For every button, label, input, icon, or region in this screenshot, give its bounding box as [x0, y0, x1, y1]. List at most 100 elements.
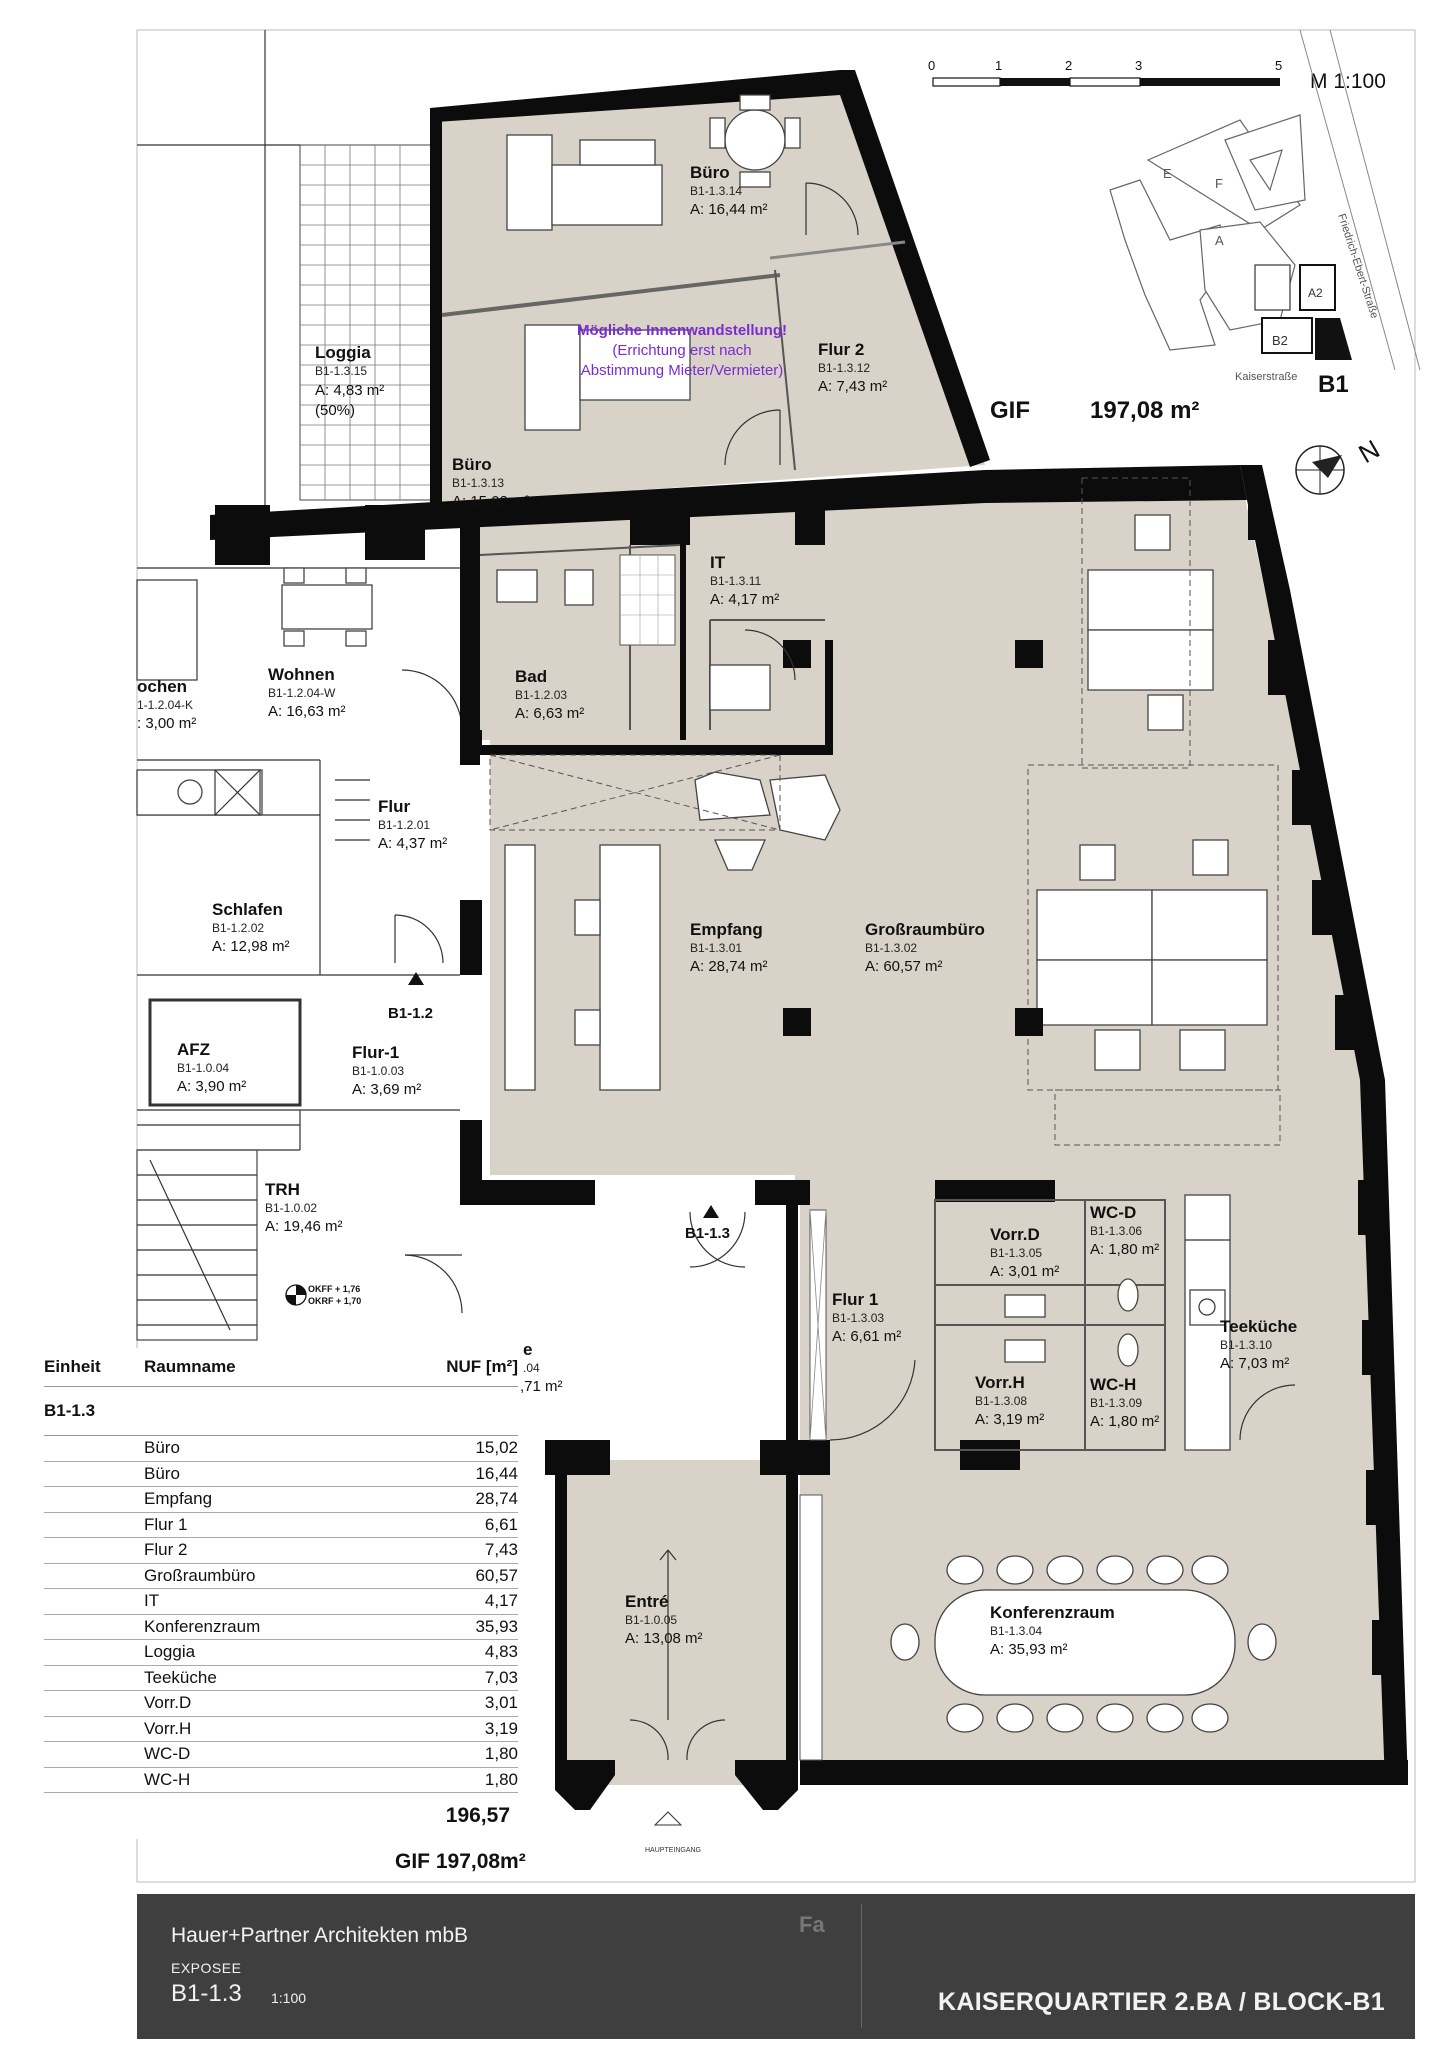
room-name: Schlafen — [212, 900, 283, 919]
row-nuf-value: 4,17 — [484, 1591, 518, 1610]
room-teekueche: Teeküche B1-1.3.10 A: 7,03 m² — [1220, 1317, 1297, 1372]
room-area: A: 7,03 m² — [1220, 1355, 1289, 1372]
room-name: Wohnen — [268, 665, 335, 684]
room-partial-e: e .04 ,71 m² — [520, 1340, 563, 1395]
project-title: KAISERQUARTIER 2.BA / BLOCK-B1 — [938, 1988, 1385, 2016]
room-id: B1-1.3.02 — [865, 941, 917, 955]
room-id: B1-1.3.04 — [990, 1624, 1042, 1638]
table-row: Vorr.D 3,01 — [44, 1691, 518, 1717]
room-id: B1-1.3.11 — [710, 574, 761, 588]
header-nuf: NUF [m²] — [446, 1357, 518, 1376]
room-note: (50%) — [315, 402, 355, 419]
footer-scale: 1:100 — [271, 1990, 307, 2006]
row-room-name: Konferenzraum — [144, 1616, 261, 1636]
room-id: B1-1.3.12 — [818, 361, 870, 375]
room-id: 1-1.2.04-K — [137, 698, 193, 712]
room-name: Empfang — [690, 920, 763, 939]
partitions — [441, 240, 1231, 1761]
room-wohnen: Wohnen B1-1.2.04-W A: 16,63 m² — [268, 665, 346, 720]
room-area: A: 16,63 m² — [268, 703, 346, 720]
room-id: B1-1.3.06 — [1090, 1224, 1142, 1238]
room-id: B1-1.0.05 — [625, 1613, 677, 1627]
gif-bottom: GIF 197,08m² — [395, 1850, 526, 1873]
room-id: B1-1.0.02 — [265, 1201, 317, 1215]
table-row: IT 4,17 — [44, 1589, 518, 1615]
row-room-name: WC-H — [144, 1769, 191, 1789]
neighbour-linework — [136, 567, 463, 1341]
row-room-name: Flur 2 — [144, 1540, 188, 1559]
room-name: WC-H — [1090, 1375, 1136, 1394]
site-plan: E F A A2 B2 Kaiserstraße Friedrich-Ebert… — [1109, 29, 1421, 398]
room-name: e — [523, 1340, 532, 1359]
note-line1: (Errichtung erst nach — [612, 342, 751, 359]
room-area: A: 6,61 m² — [832, 1328, 901, 1345]
row-nuf-value: 1,80 — [484, 1744, 518, 1763]
row-room-name: IT — [144, 1591, 160, 1610]
row-room-name: Empfang — [144, 1489, 213, 1508]
room-wc-h: WC-H B1-1.3.09 A: 1,80 m² — [1090, 1375, 1159, 1430]
scale-label: M 1:100 — [1310, 70, 1386, 93]
room-area: A: 15,02 m² — [452, 493, 530, 510]
row-room-name: Vorr.D — [144, 1693, 192, 1712]
room-name: TRH — [265, 1180, 300, 1199]
room-id: B1-1.2.04-W — [268, 686, 336, 700]
site-street-south: Kaiserstraße — [1235, 371, 1297, 383]
row-room-name: WC-D — [144, 1744, 191, 1763]
room-name: Bad — [515, 667, 547, 686]
document-type: EXPOSEE — [171, 1960, 242, 1976]
table-header-row: Einheit Raumname NUF [m²] — [44, 1348, 518, 1387]
row-nuf-value: 1,80 — [484, 1769, 518, 1789]
loggia-area — [137, 30, 436, 520]
main-entrance-label: HAUPTEINGANG — [645, 1847, 701, 1854]
room-area: A: 4,17 m² — [710, 591, 779, 608]
room-flur-2: Flur 2 B1-1.3.12 A: 7,43 m² — [818, 340, 887, 395]
room-schlafen: Schlafen B1-1.2.02 A: 12,98 m² — [212, 900, 290, 955]
total-value: 196,57 — [445, 1804, 510, 1827]
marker-b13-icon — [703, 1205, 719, 1218]
row-nuf-value: 3,01 — [484, 1693, 518, 1712]
room-name: Großraumbüro — [865, 920, 985, 939]
room-vorr-h: Vorr.H B1-1.3.08 A: 3,19 m² — [975, 1373, 1044, 1428]
room-konferenzraum: Konferenzraum B1-1.3.04 A: 35,93 m² — [990, 1603, 1115, 1658]
room-kochen: ochen 1-1.2.04-K : 3,00 m² — [137, 677, 196, 732]
room-area: A: 4,83 m² — [315, 382, 384, 399]
room-name: Konferenzraum — [990, 1603, 1115, 1622]
row-nuf-value: 4,83 — [484, 1642, 518, 1661]
room-vorr-d: Vorr.D B1-1.3.05 A: 3,01 m² — [990, 1225, 1059, 1280]
room-area: A: 6,63 m² — [515, 705, 584, 722]
header-unit: Einheit — [44, 1357, 101, 1376]
room-id: B1-1.2.02 — [212, 921, 264, 935]
gif-top-value: 197,08 m² — [1090, 397, 1199, 424]
room-name: Büro — [690, 163, 730, 182]
room-id: B1-1.3.10 — [1220, 1338, 1272, 1352]
table-group-row: B1-1.3 — [44, 1387, 518, 1436]
room-flur-1-0: Flur-1 B1-1.0.03 A: 3,69 m² — [352, 1043, 421, 1098]
note-title: Mögliche Innenwandstellung! — [577, 322, 787, 339]
room-flur-1: Flur 1 B1-1.3.03 A: 6,61 m² — [832, 1290, 901, 1345]
marker-b13: B1-1.3 — [685, 1225, 730, 1242]
room-id: B1-1.0.03 — [352, 1064, 404, 1078]
room-name: AFZ — [177, 1040, 210, 1059]
row-nuf-value: 7,03 — [484, 1667, 518, 1687]
room-name: Flur 1 — [832, 1290, 878, 1309]
room-name: Flur — [378, 797, 410, 816]
header-room: Raumname — [144, 1357, 236, 1376]
room-area: A: 3,69 m² — [352, 1081, 421, 1098]
room-id: B1-1.2.03 — [515, 688, 567, 702]
room-name: Teeküche — [1220, 1317, 1297, 1336]
room-wc-d: WC-D B1-1.3.06 A: 1,80 m² — [1090, 1203, 1159, 1258]
room-id: B1-1.3.05 — [990, 1246, 1042, 1260]
wall-note: Mögliche Innenwandstellung! (Errichtung … — [577, 322, 787, 379]
room-name: WC-D — [1090, 1203, 1136, 1222]
room-buero-13: Büro B1-1.3.13 A: 15,02 m² — [452, 455, 530, 510]
unit-id: B1-1.3 — [171, 1980, 242, 2007]
